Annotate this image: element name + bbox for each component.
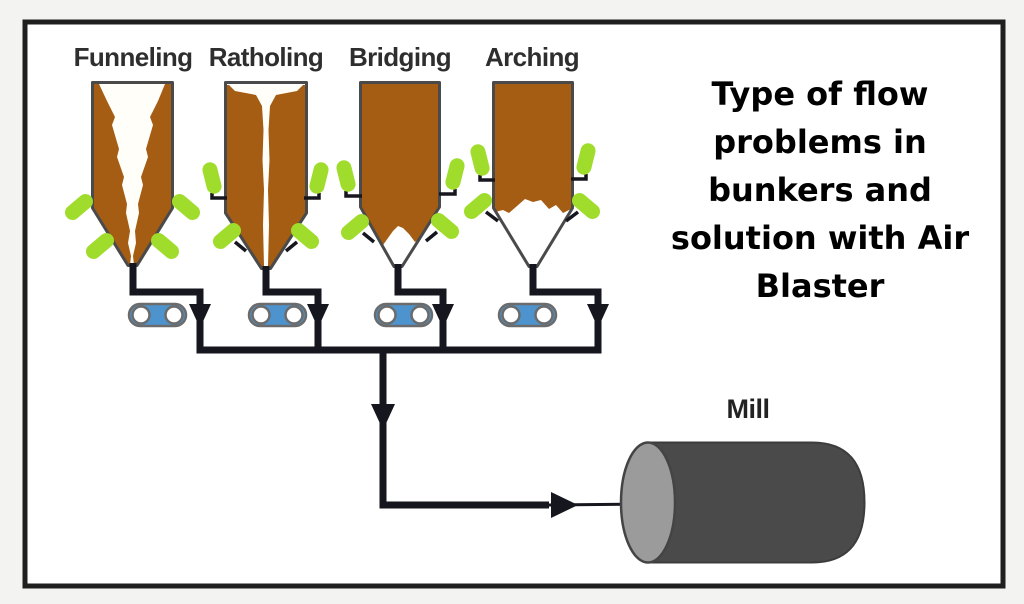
mill-cylinder xyxy=(619,441,866,564)
discharge-piping xyxy=(129,263,647,518)
roller xyxy=(164,305,184,325)
hopper-outline xyxy=(492,81,574,268)
roller xyxy=(377,305,397,325)
mill-feed-pipe xyxy=(379,350,549,509)
bunker-arching xyxy=(463,81,601,268)
roller xyxy=(131,305,151,325)
air-blaster-icon xyxy=(571,193,601,219)
conveyor-belt-icon xyxy=(497,302,558,328)
blaster-pipe xyxy=(210,193,227,200)
material-fill xyxy=(495,84,571,213)
blaster-pipe xyxy=(361,231,376,244)
material-fill xyxy=(362,84,438,245)
air-blaster-icon xyxy=(470,144,490,176)
roller xyxy=(284,305,304,325)
flow-arrow-icon xyxy=(189,304,211,328)
blaster-pipe xyxy=(304,193,321,200)
conveyor-belt-icon xyxy=(373,302,434,328)
blaster-pipe xyxy=(478,175,495,182)
air-blaster-icon xyxy=(309,162,329,194)
flow-arrow-icon xyxy=(587,304,609,328)
blaster-pipe xyxy=(233,240,248,253)
blaster-pipe xyxy=(284,240,299,253)
air-blaster-icon xyxy=(576,143,596,175)
hopper-outline xyxy=(91,81,174,267)
flow-arrow-icon xyxy=(307,304,329,328)
bunker-ratholing xyxy=(202,81,329,270)
conveyor-belt-icon xyxy=(127,302,188,328)
funnel-void xyxy=(99,84,165,265)
flow-arrow-icon xyxy=(551,492,578,518)
air-blaster-icon xyxy=(212,223,242,249)
blaster-pipe xyxy=(484,210,500,223)
blaster-pipe xyxy=(439,189,457,196)
roller xyxy=(410,305,430,325)
air-blaster-icon xyxy=(463,193,493,219)
mill-body xyxy=(647,441,866,564)
conveyor-belt-icon xyxy=(247,302,308,328)
air-blaster-icon xyxy=(340,214,370,240)
roller xyxy=(534,305,554,325)
blaster-pipe xyxy=(344,191,362,198)
hopper-outline xyxy=(224,81,308,270)
air-blaster-icon xyxy=(202,162,222,194)
hopper-outline xyxy=(359,81,441,268)
bunker-funneling xyxy=(64,81,201,267)
mill-end-cap xyxy=(619,441,677,564)
air-blaster-icon xyxy=(430,213,460,239)
roller xyxy=(501,305,521,325)
bunker-bridging xyxy=(336,81,465,268)
blaster-pipe xyxy=(571,174,588,181)
air-blaster-icon xyxy=(336,160,356,192)
air-blaster-icon xyxy=(85,233,115,259)
rathole-void xyxy=(229,85,303,266)
flow-arrow-icon xyxy=(371,404,395,430)
roller xyxy=(251,305,271,325)
air-blaster-icon xyxy=(171,194,201,220)
air-blaster-icon xyxy=(150,233,180,259)
air-blaster-icon xyxy=(64,194,94,220)
flow-arrow-icon xyxy=(432,304,454,328)
blaster-pipe xyxy=(564,210,580,223)
blaster-pipe xyxy=(424,230,439,243)
air-blaster-icon xyxy=(445,158,465,190)
air-blaster-icon xyxy=(290,223,320,249)
